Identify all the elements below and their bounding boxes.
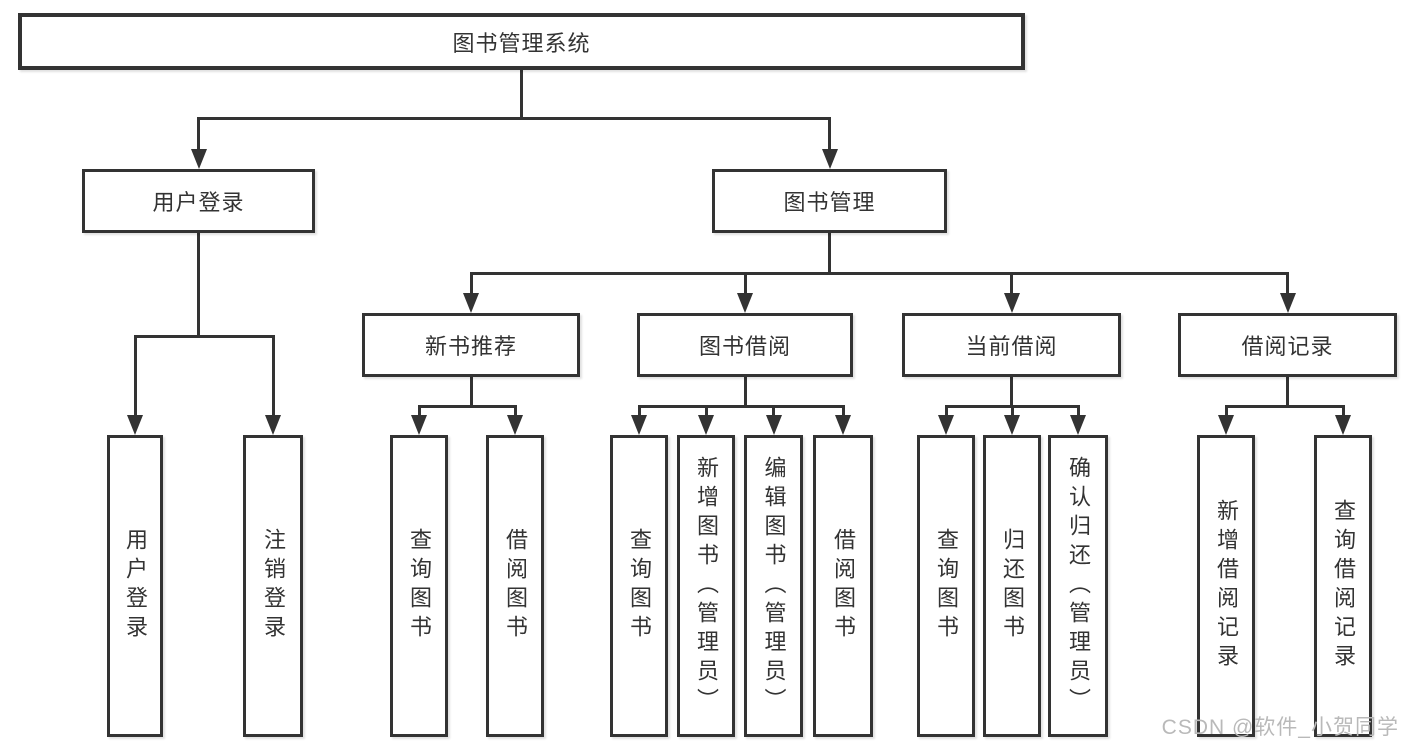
connector-line: [637, 405, 641, 417]
connector-line: [637, 405, 845, 408]
connector-line: [417, 405, 517, 408]
arrowhead: [698, 415, 714, 435]
connector-line: [1224, 405, 1345, 408]
arrowhead: [463, 293, 479, 313]
node-current-borrowing: 当前借阅: [902, 313, 1121, 377]
arrowhead: [821, 149, 838, 169]
arrowhead: [507, 415, 523, 435]
node-label: 确认归还（管理员）: [1066, 455, 1091, 717]
node-edit-books-admin: 编辑图书（管理员）: [744, 435, 803, 737]
node-label: 注销登录: [261, 528, 286, 644]
connector-line: [197, 117, 200, 151]
connector-line: [1010, 377, 1013, 408]
arrowhead: [1070, 415, 1086, 435]
connector-line: [417, 405, 421, 417]
node-label: 编辑图书（管理员）: [761, 455, 787, 717]
node-label: 借阅图书: [503, 528, 528, 644]
node-label: 新书推荐: [424, 334, 517, 359]
node-system: 图书管理系统: [18, 13, 1025, 70]
arrowhead: [411, 415, 427, 435]
node-label: 图书管理: [783, 190, 876, 215]
connector-line: [469, 272, 1289, 275]
connector-line: [1341, 405, 1345, 417]
node-query-books-1: 查询图书: [390, 435, 448, 737]
node-query-books-2: 查询图书: [610, 435, 668, 737]
node-logout-action: 注销登录: [243, 435, 303, 737]
node-label: 当前借阅: [965, 334, 1058, 359]
node-add-borrow-record: 新增借阅记录: [1197, 435, 1255, 737]
connector-line: [841, 405, 845, 417]
node-label: 查询图书: [934, 528, 959, 644]
node-label: 新增图书（管理员）: [694, 455, 719, 717]
watermark: CSDN @软件_小贺同学: [1161, 716, 1399, 739]
node-new-book-recommend: 新书推荐: [362, 313, 580, 377]
node-query-books-3: 查询图书: [917, 435, 975, 737]
connector-line: [704, 405, 708, 417]
node-return-books: 归还图书: [983, 435, 1041, 737]
connector-line: [197, 233, 200, 338]
connector-line: [828, 233, 831, 275]
node-label: 新增借阅记录: [1214, 499, 1239, 673]
node-label: 图书管理系统: [452, 30, 591, 56]
arrowhead: [1218, 415, 1234, 435]
connector-line: [743, 377, 747, 408]
node-borrowing-records: 借阅记录: [1178, 313, 1397, 377]
connector-line: [828, 117, 831, 151]
arrowhead: [737, 293, 753, 313]
arrowhead: [1335, 415, 1351, 435]
node-user-login: 用户登录: [82, 169, 315, 233]
node-label: 借阅图书: [831, 528, 856, 644]
node-label: 图书借阅: [698, 334, 791, 359]
node-label: 借阅记录: [1241, 334, 1334, 359]
connector-line: [944, 405, 948, 417]
node-login-action: 用户登录: [107, 435, 163, 737]
arrowhead: [631, 415, 647, 435]
node-confirm-return-admin: 确认归还（管理员）: [1048, 435, 1108, 737]
node-book-management: 图书管理: [712, 169, 947, 233]
node-borrow-books-1: 借阅图书: [486, 435, 544, 737]
connector-line: [520, 70, 523, 120]
connector-line: [1286, 377, 1289, 408]
connector-line: [469, 272, 473, 295]
connector-line: [1076, 405, 1080, 417]
arrowhead: [765, 415, 782, 435]
connector-line: [1010, 405, 1014, 417]
connector-line: [197, 117, 831, 120]
arrowhead: [127, 415, 143, 435]
connector-line: [469, 377, 473, 408]
connector-line: [513, 405, 517, 417]
node-label: 查询借阅记录: [1331, 499, 1356, 673]
connector-line: [133, 335, 137, 417]
connector-line: [133, 335, 275, 338]
arrowhead: [938, 415, 954, 435]
arrowhead: [1279, 293, 1296, 313]
connector-line: [772, 405, 775, 417]
node-label: 查询图书: [407, 528, 432, 644]
node-label: 归还图书: [1000, 528, 1025, 644]
connector-line: [271, 335, 275, 417]
connector-line: [1224, 405, 1228, 417]
node-label: 用户登录: [123, 528, 148, 644]
arrowhead: [265, 415, 281, 435]
arrowhead: [190, 149, 207, 169]
node-query-borrow-record: 查询借阅记录: [1314, 435, 1372, 737]
node-book-borrowing: 图书借阅: [637, 313, 853, 377]
node-add-books-admin: 新增图书（管理员）: [677, 435, 735, 737]
arrowhead: [1003, 293, 1020, 313]
node-borrow-books-2: 借阅图书: [813, 435, 873, 737]
node-label: 查询图书: [627, 528, 652, 644]
arrowhead: [835, 415, 851, 435]
connector-line: [1286, 272, 1289, 295]
connector-line: [743, 272, 747, 295]
node-label: 用户登录: [152, 190, 245, 215]
arrowhead: [1004, 415, 1020, 435]
connector-line: [1010, 272, 1013, 295]
